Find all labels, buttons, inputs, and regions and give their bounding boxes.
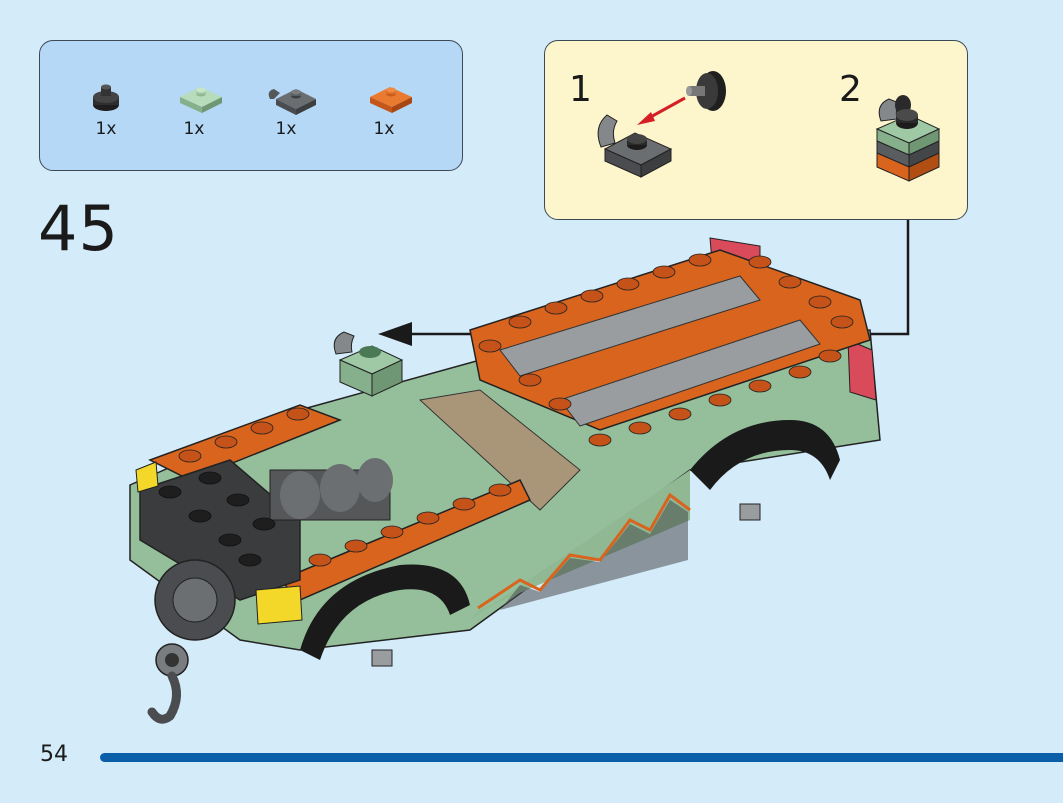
- subassembly-callout: 1 2: [544, 40, 968, 220]
- sand-green-plate-icon: [180, 87, 222, 113]
- step-number: 45: [38, 192, 119, 265]
- part-item: 1x: [82, 75, 142, 145]
- part-item: 1x: [360, 75, 420, 145]
- part-quantity: 1x: [183, 119, 205, 139]
- substep-number-2: 2: [839, 69, 862, 110]
- substep-2-illustration: [875, 95, 941, 182]
- part-quantity: 1x: [275, 119, 297, 139]
- substep-number-1: 1: [569, 69, 592, 110]
- part-quantity: 1x: [373, 119, 395, 139]
- page-footer-bar: [100, 753, 1063, 762]
- part-item: 1x: [170, 75, 230, 145]
- part-item: 1x: [262, 75, 322, 145]
- gray-clip-plate-icon: [268, 89, 316, 115]
- parts-list-callout: 1x 1x 1x: [39, 40, 463, 171]
- part-quantity: 1x: [95, 119, 117, 139]
- orange-plate-icon: [370, 87, 412, 113]
- black-round-tile-icon: [93, 84, 119, 111]
- page-number: 54: [40, 742, 68, 767]
- substep-1-illustration: [597, 71, 726, 178]
